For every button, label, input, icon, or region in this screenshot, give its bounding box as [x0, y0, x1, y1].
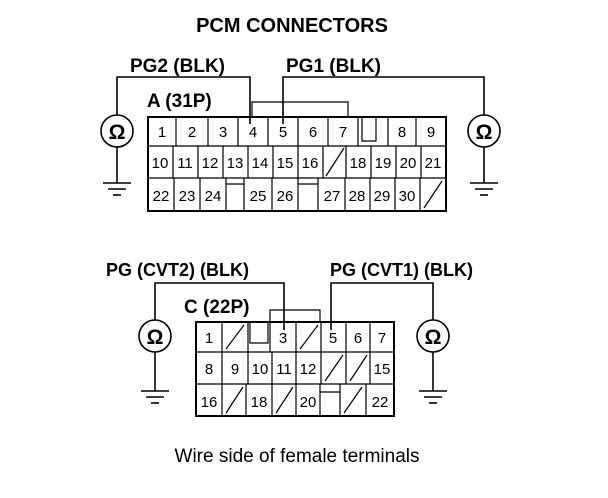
pin-a-29: 29	[374, 188, 391, 205]
pin-a-28: 28	[349, 188, 366, 205]
pin-c-11: 11	[276, 361, 292, 378]
pin-a-5: 5	[279, 124, 287, 141]
pin-a-15: 15	[277, 155, 294, 172]
pin-a-25: 25	[250, 188, 267, 205]
pin-a-3: 3	[219, 124, 227, 141]
ohmmeter-omega-icon: Ω	[100, 114, 134, 148]
ground-symbol-icon	[470, 182, 498, 196]
probe-wire-pg-cvt1	[330, 282, 434, 330]
pin-a-26: 26	[277, 188, 294, 205]
connector-c-row-2: 8 9 10 11 12 15	[205, 352, 391, 384]
svg-text:Ω: Ω	[425, 326, 442, 349]
pin-a-13: 13	[227, 155, 244, 172]
pin-c-3: 3	[279, 330, 287, 347]
pin-c-20: 20	[300, 394, 317, 411]
svg-text:Ω: Ω	[147, 326, 164, 349]
pin-a-20: 20	[400, 155, 417, 172]
connector-a: PG2 (BLK) PG1 (BLK) A (31P) 1 2 3	[100, 56, 501, 212]
pin-c-1: 1	[205, 330, 213, 347]
probe-wire-pg1	[282, 76, 485, 124]
ohmmeter-omega-icon: Ω	[416, 319, 450, 353]
pin-a-16: 16	[302, 155, 319, 172]
pin-c-8: 8	[205, 361, 213, 378]
probe-wire-pg-cvt2	[154, 282, 285, 330]
pin-a-19: 19	[375, 155, 392, 172]
connector-a-row-2: 10 11 12 13 14 15 16 18 19 20 21	[152, 146, 442, 178]
pin-c-12: 12	[300, 361, 317, 378]
pin-c-5: 5	[329, 330, 337, 347]
probe-label-pg-cvt2: PG (CVT2) (BLK)	[106, 260, 249, 280]
pin-c-18: 18	[251, 394, 268, 411]
pin-a-30: 30	[399, 188, 416, 205]
pin-a-7: 7	[339, 124, 347, 141]
pin-a-23: 23	[179, 188, 196, 205]
ground-symbol-icon	[419, 390, 447, 404]
connector-c-row-1: 1 3 5 6 7	[205, 322, 386, 352]
diagram-title: PCM CONNECTORS	[196, 15, 388, 37]
connector-c-label: C (22P)	[184, 297, 249, 318]
ground-symbol-icon	[141, 390, 169, 404]
pin-a-24: 24	[205, 188, 222, 205]
connector-c-row-3: 16 18 20 22	[201, 384, 389, 416]
pin-a-6: 6	[309, 124, 317, 141]
pin-c-7: 7	[378, 330, 386, 347]
pin-a-22: 22	[153, 188, 170, 205]
diagram-caption: Wire side of female terminals	[175, 446, 420, 467]
pin-a-4: 4	[249, 124, 257, 141]
connector-c-body	[195, 321, 395, 417]
ohmmeter-omega-icon: Ω	[138, 319, 172, 353]
probe-label-pg2: PG2 (BLK)	[130, 56, 225, 77]
pin-a-12: 12	[202, 155, 219, 172]
pin-c-16: 16	[201, 394, 218, 411]
pin-c-9: 9	[231, 361, 239, 378]
pin-a-1: 1	[158, 124, 166, 141]
svg-text:Ω: Ω	[109, 121, 126, 144]
pin-a-2: 2	[188, 124, 196, 141]
pin-c-10: 10	[252, 361, 269, 378]
connector-a-label: A (31P)	[147, 91, 212, 112]
connector-c: PG (CVT2) (BLK) PG (CVT1) (BLK) C (22P) …	[106, 260, 473, 417]
pin-a-11: 11	[177, 155, 193, 172]
pin-a-8: 8	[398, 124, 406, 141]
pin-a-21: 21	[425, 155, 442, 172]
ohmmeter-omega-icon: Ω	[467, 114, 501, 148]
ground-symbol-icon	[103, 182, 131, 196]
connector-a-row-1: 1 2 3 4 5 6 7 8 9	[158, 117, 435, 146]
pin-a-18: 18	[350, 155, 367, 172]
probe-wire-pg2	[116, 76, 251, 124]
pin-a-10: 10	[152, 155, 169, 172]
connector-a-row-3: 22 23 24 25 26 27 28 29 30	[153, 178, 443, 211]
probe-label-pg1: PG1 (BLK)	[286, 56, 381, 77]
pin-c-22: 22	[372, 394, 389, 411]
probe-label-pg-cvt1: PG (CVT1) (BLK)	[330, 260, 473, 280]
pin-a-14: 14	[252, 155, 269, 172]
pin-a-27: 27	[324, 188, 341, 205]
svg-text:Ω: Ω	[476, 121, 493, 144]
pin-c-15: 15	[374, 361, 391, 378]
pin-c-6: 6	[354, 330, 362, 347]
pin-a-9: 9	[427, 124, 435, 141]
